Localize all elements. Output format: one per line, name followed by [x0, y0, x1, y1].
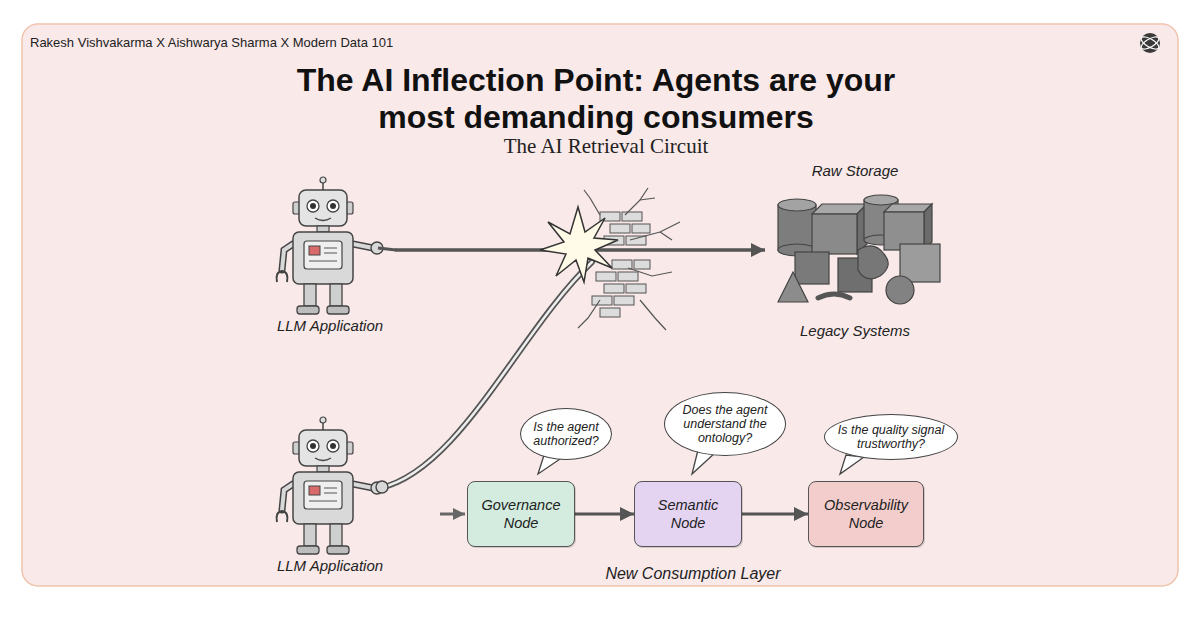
storage-group: Raw StorageLegacy Systems [765, 160, 945, 340]
cable-plug [376, 481, 388, 493]
diagram-title: The AI Inflection Point: Agents are your… [271, 62, 921, 136]
process-box: Governance Node [467, 481, 575, 547]
speech-bubble: Is the agent authorized? [520, 408, 612, 460]
node-text: Is the agent authorized? [530, 420, 602, 448]
subtitle: The AI Retrieval Circuit [396, 134, 816, 159]
layer-label: New Consumption Layer [563, 565, 823, 583]
speech-bubble: Is the quality signal trustworthy? [824, 414, 958, 460]
logo-icon [1139, 33, 1160, 53]
node-text: LLM Application [255, 557, 405, 575]
node-text: Legacy Systems [765, 322, 945, 340]
robot-illustration [277, 177, 383, 314]
node-text: Does the agent understand the ontology? [674, 403, 776, 445]
flow-arrow [575, 513, 634, 516]
node-text: Raw Storage [765, 162, 945, 180]
page-frame [22, 24, 1178, 586]
bubble-tail [840, 455, 864, 474]
storage-shapes [778, 195, 940, 304]
agent-robot: LLM Application [265, 405, 395, 575]
process-box: Observability Node [808, 481, 924, 547]
agent-robot: LLM Application [265, 165, 395, 335]
author-credit: Rakesh Vishvakarma X Aishwarya Sharma X … [30, 35, 630, 50]
speech-bubble: Does the agent understand the ontology? [664, 392, 786, 456]
impact-burst [540, 207, 618, 282]
flow-arrow [742, 513, 808, 516]
node-text: Governance Node [472, 496, 570, 532]
robot-illustration [277, 417, 383, 554]
process-box: Semantic Node [634, 481, 742, 547]
node-text: Observability Node [813, 496, 919, 532]
node-text: LLM Application [255, 317, 405, 335]
input-arrow [440, 513, 465, 516]
robot-arm [378, 248, 396, 250]
node-text: Semantic Node [639, 496, 737, 532]
node-text: Is the quality signal trustworthy? [834, 423, 948, 451]
